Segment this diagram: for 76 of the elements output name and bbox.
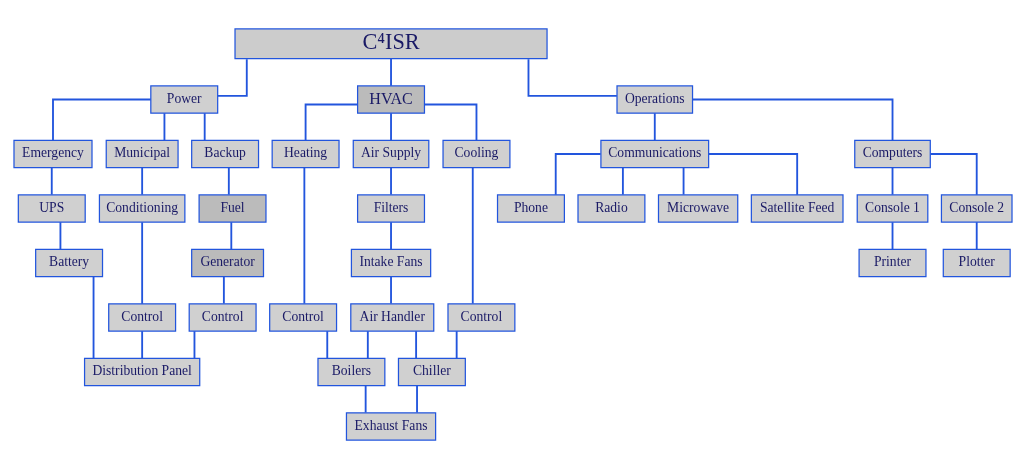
connector: [653, 111, 656, 141]
connector: [554, 152, 602, 196]
connector: [455, 329, 458, 359]
node-box: UPS: [17, 193, 86, 223]
connector: [975, 220, 978, 250]
connector: [929, 152, 978, 196]
connector: [390, 275, 392, 304]
node-box: Fuel: [198, 193, 267, 223]
connector: [230, 220, 233, 250]
node-box: Printer: [858, 248, 927, 277]
node-box: Cooling: [442, 139, 511, 168]
node-box: Console 1: [856, 193, 929, 223]
node-box: Radio: [577, 193, 646, 223]
connector: [390, 220, 392, 250]
connector: [304, 103, 359, 141]
node-box: Control: [447, 302, 516, 332]
connector: [216, 57, 248, 97]
connector: [891, 220, 894, 250]
connector: [59, 220, 62, 250]
node-box: HVAC: [357, 84, 426, 114]
connector: [366, 329, 369, 359]
connector: [203, 111, 206, 141]
node-box: Backup: [191, 139, 260, 168]
node-box: Boilers: [317, 357, 386, 386]
node-box: C⁴ISR: [234, 27, 548, 59]
connector: [471, 166, 474, 304]
connector: [141, 220, 144, 305]
connector: [52, 98, 152, 141]
node-box: Filters: [357, 193, 426, 223]
node-box: Plotter: [942, 248, 1011, 277]
connector: [416, 384, 418, 413]
connector: [527, 57, 618, 97]
node-box: Phone: [496, 193, 565, 223]
node-box: Battery: [35, 248, 104, 277]
connector: [682, 166, 685, 195]
node-box: Computers: [854, 139, 931, 168]
connector: [415, 329, 418, 359]
node-box: Power: [150, 84, 219, 114]
node-box: Air Handler: [350, 302, 435, 332]
node-box: Chiller: [397, 357, 466, 386]
node-box: Distribution Panel: [83, 357, 201, 386]
connector: [364, 384, 367, 413]
node-box: Air Supply: [352, 139, 430, 168]
connector: [141, 329, 144, 359]
node-box: Operations: [616, 84, 694, 114]
connector: [227, 166, 230, 195]
connector: [423, 103, 478, 141]
node-box: Intake Fans: [350, 248, 432, 277]
connector: [708, 152, 799, 196]
connector: [163, 111, 166, 141]
node-box: Control: [269, 302, 338, 332]
connector: [621, 166, 624, 195]
connector: [891, 166, 894, 195]
node-box: Exhaust Fans: [345, 411, 437, 441]
node-box: Console 2: [940, 193, 1013, 223]
node-box: Control: [188, 302, 257, 332]
connector: [390, 166, 392, 195]
connector: [222, 275, 225, 304]
node-box: Emergency: [13, 139, 93, 168]
node-box: Satellite Feed: [750, 193, 844, 223]
node-box: Municipal: [105, 139, 179, 168]
connector: [92, 275, 95, 359]
connector: [193, 329, 196, 359]
connector: [326, 329, 329, 359]
connector: [50, 166, 53, 195]
node-box: Control: [108, 302, 177, 332]
connector: [390, 111, 392, 141]
node-box: Generator: [191, 248, 265, 277]
node-box: Microwave: [657, 193, 739, 223]
connector: [303, 166, 306, 304]
node-box: Conditioning: [98, 193, 186, 223]
node-box: Communications: [600, 139, 710, 168]
connector: [390, 57, 392, 87]
connector: [692, 98, 894, 141]
node-box: Heating: [271, 139, 340, 168]
connector: [141, 166, 144, 195]
